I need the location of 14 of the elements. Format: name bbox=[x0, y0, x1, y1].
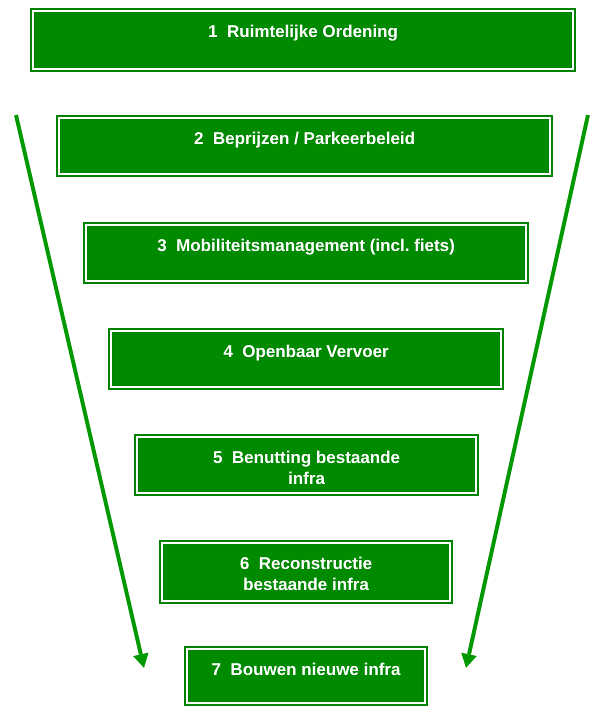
level-label: 5 Benutting bestaande infra bbox=[212, 447, 402, 489]
level-label: 3 Mobiliteitsmanagement (incl. fiets) bbox=[157, 235, 455, 256]
process-box bbox=[108, 328, 504, 390]
process-box bbox=[30, 8, 576, 72]
process-box bbox=[184, 646, 428, 706]
level-label: 7 Bouwen nieuwe infra bbox=[212, 659, 400, 680]
process-box bbox=[134, 434, 479, 496]
process-box bbox=[159, 540, 453, 604]
level-label: 1 Ruimtelijke Ordening bbox=[208, 21, 398, 42]
level-label: 6 Reconstructie bestaande infra bbox=[238, 553, 374, 595]
process-box bbox=[83, 222, 529, 284]
level-label: 4 Openbaar Vervoer bbox=[223, 341, 389, 362]
level-label: 2 Beprijzen / Parkeerbeleid bbox=[194, 128, 416, 149]
process-box bbox=[56, 115, 553, 177]
